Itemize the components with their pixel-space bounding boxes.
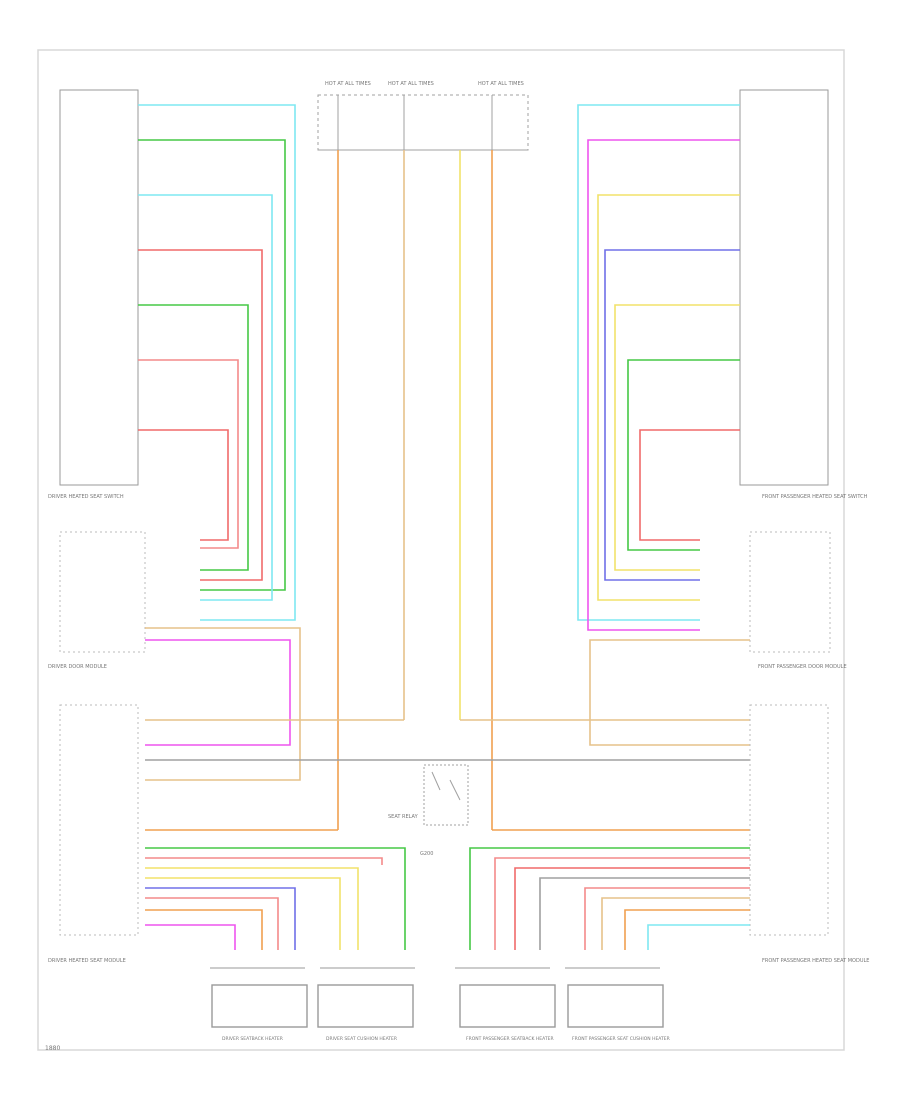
- left-module-label: DRIVER HEATED SEAT MODULE: [48, 958, 126, 964]
- right-switch-label: FRONT PASSENGER HEATED SEAT SWITCH: [762, 494, 868, 500]
- feed-wires: [337, 150, 493, 830]
- ground-label: G200: [420, 851, 433, 857]
- left-module-box: [59, 704, 139, 936]
- fuse-label-3: HOT AT ALL TIMES: [478, 81, 524, 87]
- seat-heater-label-1: DRIVER SEATBACK HEATER: [222, 1036, 283, 1042]
- left-switch-wires: [138, 104, 296, 621]
- fuse-label-2: HOT AT ALL TIMES: [388, 81, 434, 87]
- seat-heater-4: [567, 984, 664, 1028]
- fuse-block: [317, 94, 529, 151]
- seat-heater-label-3: FRONT PASSENGER SEATBACK HEATER: [466, 1036, 554, 1042]
- right-switch-box: [739, 89, 829, 486]
- right-control-box: [749, 531, 831, 653]
- seat-heater-3: [459, 984, 556, 1028]
- diagram-border: [37, 49, 845, 1051]
- module-heater-wires: [145, 847, 750, 950]
- seat-heater-2: [317, 984, 414, 1028]
- seat-heater-1: [211, 984, 308, 1028]
- seat-relay: [423, 764, 469, 826]
- seat-heater-label-2: DRIVER SEAT CUSHION HEATER: [326, 1036, 397, 1042]
- seat-heater-label-4: FRONT PASSENGER SEAT CUSHION HEATER: [572, 1036, 670, 1042]
- left-control-box: [59, 531, 146, 653]
- left-control-label: DRIVER DOOR MODULE: [48, 664, 107, 670]
- right-control-label: FRONT PASSENGER DOOR MODULE: [758, 664, 847, 670]
- right-switch-wires: [577, 104, 740, 631]
- fuse-label-1: HOT AT ALL TIMES: [325, 81, 371, 87]
- footer-code: 1880: [45, 1045, 60, 1052]
- relay-label: SEAT RELAY: [388, 814, 419, 820]
- right-module-label: FRONT PASSENGER HEATED SEAT MODULE: [762, 958, 869, 964]
- control-module-wires: [145, 627, 750, 831]
- left-switch-box: [59, 89, 139, 486]
- left-switch-label: DRIVER HEATED SEAT SWITCH: [48, 494, 124, 500]
- right-module-box: [749, 704, 829, 936]
